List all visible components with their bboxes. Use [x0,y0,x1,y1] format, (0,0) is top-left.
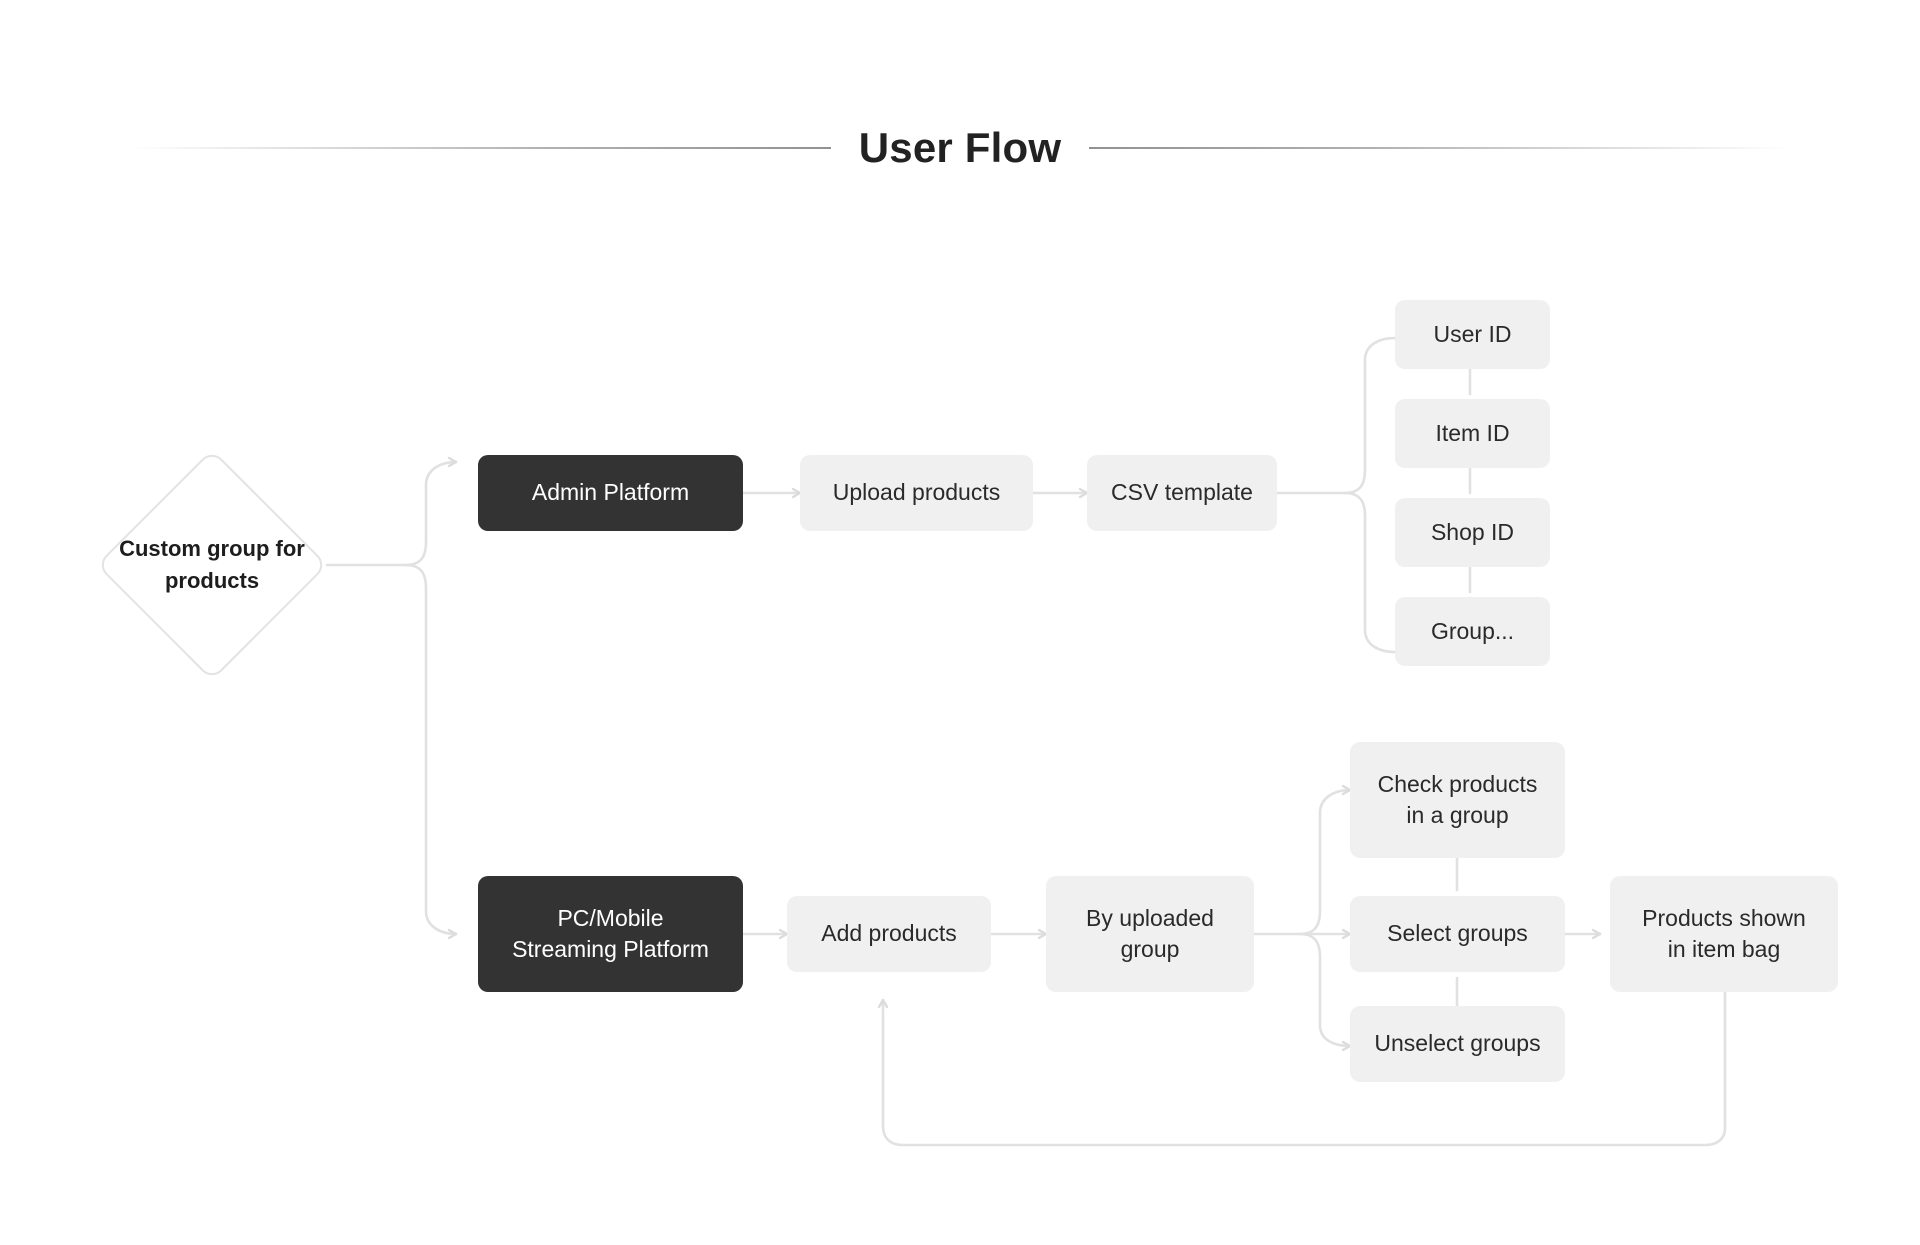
node-field-group-label: Group... [1430,617,1515,644]
node-field-item-id-label: Item ID [1435,419,1510,446]
node-streaming-platform-line1: PC/Mobile [557,904,664,931]
node-add-products-label: Add products [821,920,957,947]
node-field-item-id[interactable]: Item ID [1395,399,1550,468]
node-select-groups[interactable]: Select groups [1350,896,1565,972]
decision-label: Custom group for products [119,536,305,593]
edge-decision-to-streaming [404,563,458,940]
node-field-group[interactable]: Group... [1395,597,1550,666]
node-streaming-platform-line2: Streaming Platform [512,936,709,962]
node-csv-template-label: CSV template [1111,479,1253,506]
title-rule-right [1089,147,1790,149]
node-field-user-id-label: User ID [1433,320,1512,347]
title-rule-left [130,147,831,149]
node-unselect-groups-label: Unselect groups [1374,1030,1541,1057]
node-products-shown-line1: Products shown [1642,904,1806,931]
node-streaming-platform[interactable]: PC/Mobile Streaming Platform [478,876,743,992]
node-field-shop-id[interactable]: Shop ID [1395,498,1550,567]
page-title: User Flow [858,124,1062,171]
node-products-shown-in-item-bag[interactable]: Products shown in item bag [1610,876,1838,992]
node-unselect-groups[interactable]: Unselect groups [1350,1006,1565,1082]
node-check-products-in-group[interactable]: Check products in a group [1350,742,1565,858]
edge-bygroup-to-unselect [1298,932,1352,1052]
edge-csv-brace-top [1343,336,1397,495]
node-field-shop-id-label: Shop ID [1430,518,1515,545]
node-upload-products[interactable]: Upload products [800,455,1033,531]
node-csv-template[interactable]: CSV template [1087,455,1277,531]
node-add-products[interactable]: Add products [787,896,991,972]
page-title-row: User Flow [0,118,1920,178]
node-admin-platform-label: Admin Platform [531,479,690,506]
node-check-products-line2: in a group [1406,802,1509,828]
node-select-groups-label: Select groups [1387,920,1528,947]
node-products-shown-line2: in item bag [1667,936,1781,962]
node-by-uploaded-group-line2: group [1120,936,1180,962]
node-by-uploaded-group-line1: By uploaded [1086,904,1214,931]
decision-node[interactable]: Custom group for products [96,449,328,681]
node-admin-platform[interactable]: Admin Platform [478,455,743,531]
edge-decision-to-admin [404,456,458,567]
node-field-user-id[interactable]: User ID [1395,300,1550,369]
node-by-uploaded-group[interactable]: By uploaded group [1046,876,1254,992]
edge-products-loopback-to-add [877,985,1727,1147]
edge-csv-brace-bottom [1343,491,1397,654]
node-upload-products-label: Upload products [832,479,1001,506]
edge-bygroup-to-check [1298,784,1352,936]
node-check-products-line1: Check products [1377,770,1538,797]
